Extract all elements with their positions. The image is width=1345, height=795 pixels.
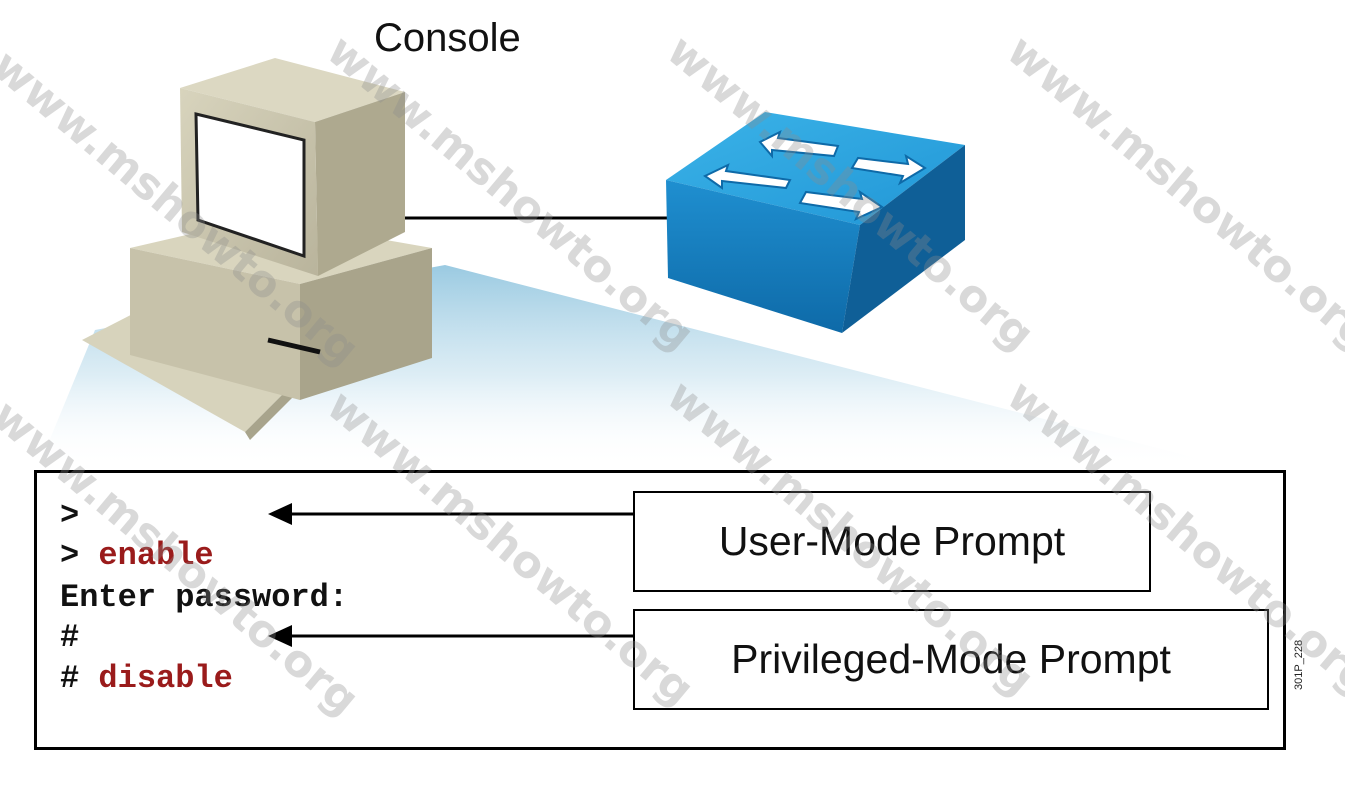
cli-line-5: # disable — [60, 663, 233, 695]
user-mode-arrow — [268, 503, 633, 525]
cli-command-enable: enable — [98, 537, 214, 574]
cli-line-1: > — [60, 500, 79, 532]
user-mode-prompt-label: User-Mode Prompt — [633, 491, 1151, 592]
cli-prompt: # — [60, 619, 80, 656]
cli-command-disable: disable — [98, 660, 233, 697]
cli-line-2: > enable — [60, 540, 214, 572]
figure-code: 301P_228 — [1293, 639, 1305, 690]
cli-prompt: # — [60, 660, 99, 697]
switch-icon — [666, 112, 965, 333]
cli-prompt: > — [60, 497, 80, 534]
console-label: Console — [374, 16, 521, 60]
cli-line-3: Enter password: — [60, 582, 348, 614]
privileged-mode-arrow — [268, 625, 633, 647]
privileged-mode-prompt-label: Privileged-Mode Prompt — [633, 609, 1269, 710]
cli-line-4: # — [60, 622, 79, 654]
cli-prompt: > — [60, 537, 99, 574]
cli-prompt: Enter password: — [60, 579, 349, 616]
computer-icon — [82, 58, 432, 440]
terminal-window — [34, 470, 1286, 750]
